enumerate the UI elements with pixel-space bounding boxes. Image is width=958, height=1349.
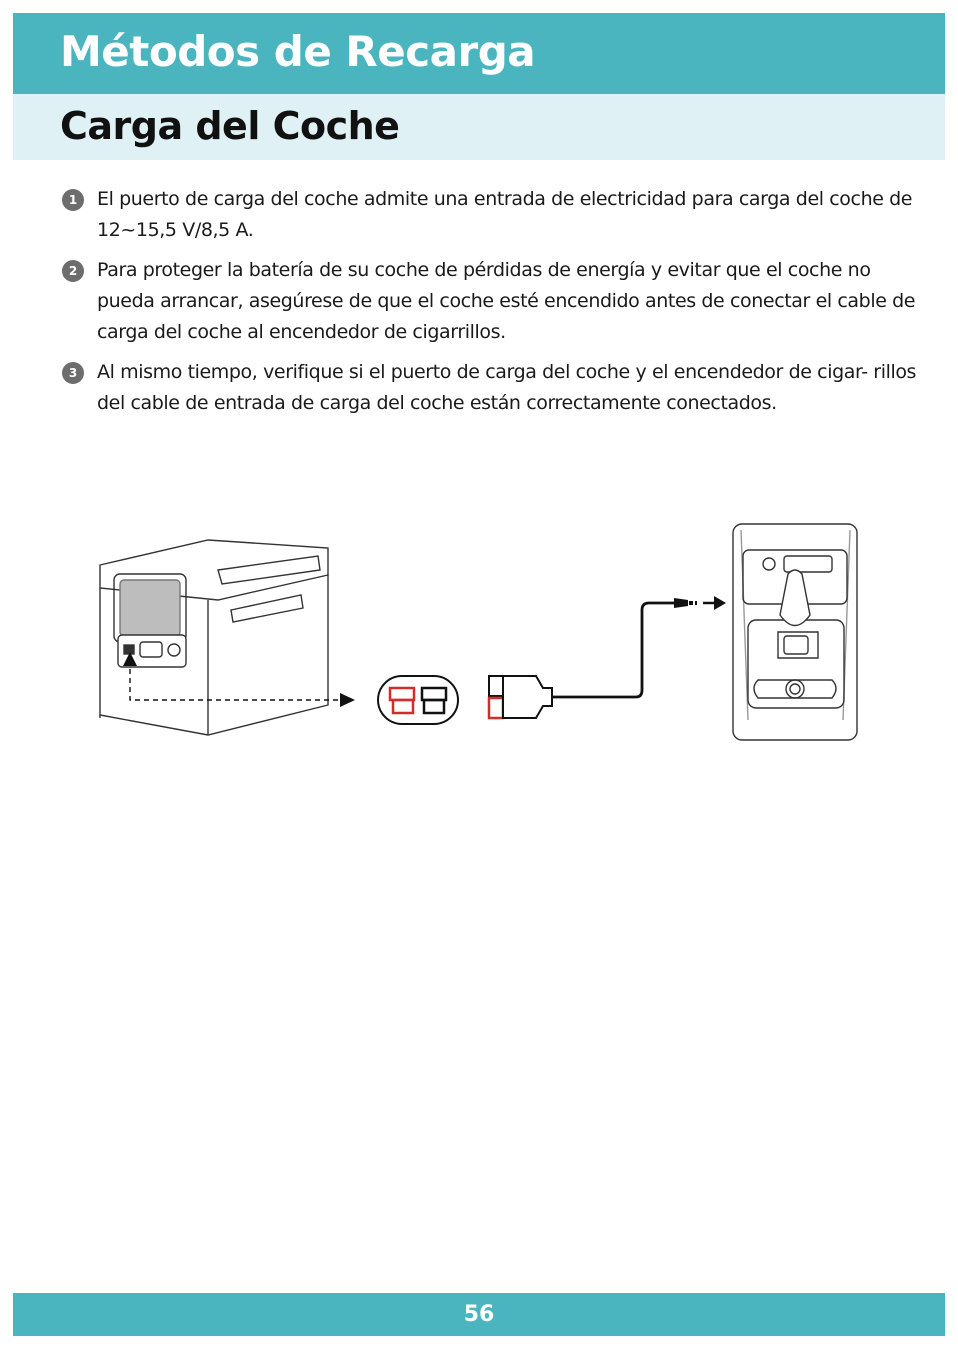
step-text: El puerto de carga del coche admite una …	[97, 188, 913, 241]
step-text: Para proteger la batería de su coche de …	[97, 259, 916, 343]
section-banner: Carga del Coche	[13, 94, 945, 160]
cigarette-plug-icon	[674, 598, 697, 608]
step-number-badge: 3	[62, 362, 84, 384]
page-number: 56	[463, 1302, 495, 1327]
footer-bar: 56	[13, 1293, 945, 1336]
connection-arrow	[123, 652, 355, 707]
section-title: Carga del Coche	[60, 104, 400, 148]
anderson-port-icon	[377, 675, 459, 725]
insert-arrow-icon	[703, 596, 726, 610]
power-station-icon	[99, 539, 329, 736]
page-title: Métodos de Recarga	[60, 27, 536, 76]
step-number-badge: 2	[62, 260, 84, 282]
charging-cable-plug-icon	[487, 675, 553, 720]
instruction-step-1: 1 El puerto de carga del coche admite un…	[62, 184, 922, 246]
instruction-step-2: 2 Para proteger la batería de su coche d…	[62, 255, 922, 348]
header-banner: Métodos de Recarga	[13, 13, 945, 94]
car-charging-illustration	[99, 523, 858, 741]
car-charging-diagram	[88, 470, 868, 760]
instruction-list: 1 El puerto de carga del coche admite un…	[62, 184, 922, 428]
instruction-step-3: 3 Al mismo tiempo, verifique si el puert…	[62, 357, 922, 419]
charging-cable	[552, 601, 676, 699]
step-number-badge: 1	[62, 189, 84, 211]
car-console-icon	[732, 523, 858, 741]
step-text: Al mismo tiempo, verifique si el puerto …	[97, 361, 917, 414]
